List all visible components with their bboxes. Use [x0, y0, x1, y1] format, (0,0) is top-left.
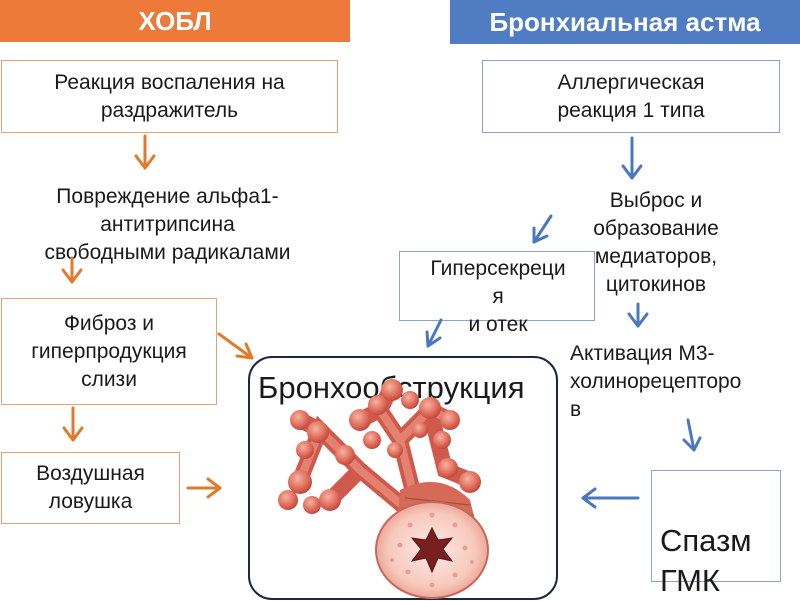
copd-antitrypsin-text: Повреждение альфа1- антитрипсина свободн…	[44, 185, 291, 264]
arrow-m3-to-spasm	[682, 418, 702, 452]
asthma-hypersecretion-text: Гиперсекреци я и отек	[430, 257, 566, 336]
asthma-header: Бронхиальная астма	[450, 0, 800, 44]
arrow-spasm-to-obstruction	[581, 487, 640, 509]
asthma-spasm-box: Спазм ГМК	[651, 470, 781, 598]
copd-inflammation-box: Реакция воспаления на раздражитель	[1, 60, 338, 133]
arrow-inflammation-to-antitrypsin	[134, 134, 156, 170]
copd-header: ХОБЛ	[0, 0, 350, 42]
arrow-mediators-to-m3	[627, 302, 649, 328]
asthma-allergy-text: Аллергическая реакция 1 типа	[557, 70, 705, 122]
bronchus-illustration-icon	[278, 379, 489, 599]
asthma-spasm-text: Спазм ГМК	[660, 523, 752, 598]
copd-arrows	[61, 134, 254, 499]
arrow-to-hypersecretion	[532, 214, 553, 244]
arrow-fibrosis-to-obstruction	[217, 332, 254, 360]
copd-fibrosis-box: Фиброз и гиперпродукция слизи	[1, 298, 217, 405]
copd-air-trap-box: Воздушная ловушка	[1, 452, 180, 524]
asthma-mediators-text: Выброс и образование медиаторов, цитокин…	[593, 189, 719, 296]
arrow-fibrosis-to-air-trap	[62, 406, 84, 442]
asthma-hypersecretion-box	[399, 251, 595, 321]
arrow-hypersecretion-to-obstruction	[425, 318, 443, 348]
arrow-allergy-to-mediators	[621, 136, 643, 180]
copd-inflammation-text: Реакция воспаления на раздражитель	[54, 70, 285, 122]
copd-air-trap-text: Воздушная ловушка	[36, 462, 145, 513]
asthma-m3-text: Активация М3- холинорецепторо в	[570, 342, 742, 421]
copd-fibrosis-text: Фиброз и гиперпродукция слизи	[31, 311, 187, 391]
asthma-arrows	[425, 136, 702, 509]
asthma-allergy-box: Аллергическая реакция 1 типа	[482, 60, 780, 133]
arrow-antitrypsin-to-fibrosis	[61, 256, 83, 284]
arrow-air-trap-to-obstruction	[186, 477, 222, 499]
